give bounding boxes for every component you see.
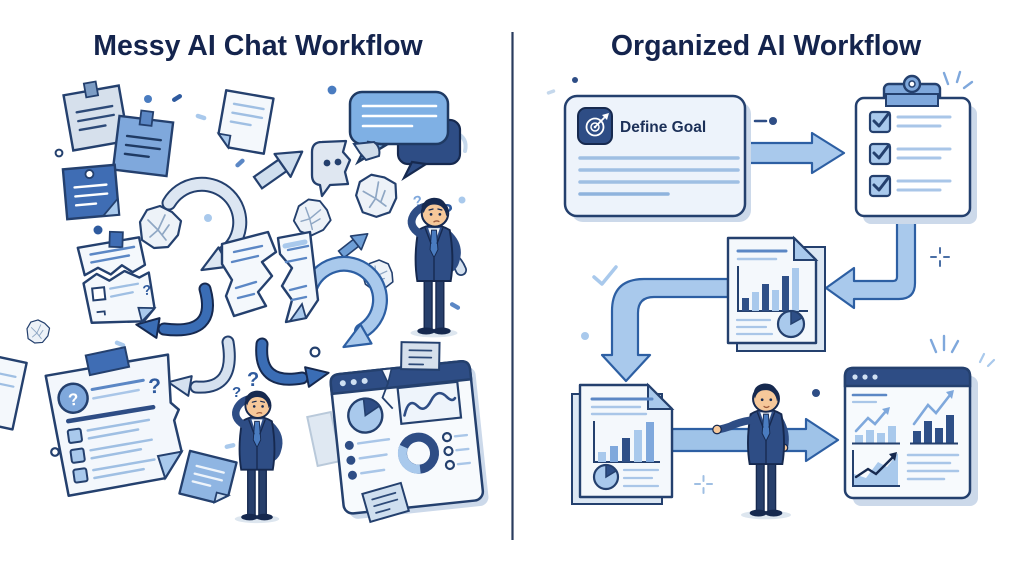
trend-bar-chart-icon xyxy=(910,390,958,445)
messy-title: Messy AI Chat Workflow xyxy=(93,30,423,62)
question-mark: ? xyxy=(247,369,259,391)
torn-note-icon: ? xyxy=(76,230,157,324)
checkbox-checked-icon xyxy=(868,174,952,198)
analysis-document-icon xyxy=(571,382,675,505)
pie-chart-icon xyxy=(776,309,806,339)
checklist-clipboard-icon xyxy=(854,74,977,224)
torn-chat-bubble-icon xyxy=(310,139,381,198)
crosshair-icon xyxy=(930,247,950,267)
broken-dashboard-icon xyxy=(306,341,489,524)
area-chart-icon xyxy=(852,450,900,487)
sticky-note-icon xyxy=(361,481,411,524)
define-goal-card: Define Goal xyxy=(563,94,751,222)
text-lines xyxy=(906,453,960,481)
pie-chart-icon xyxy=(592,463,620,491)
torn-document-icon xyxy=(220,230,320,324)
pinned-note-icon xyxy=(61,163,121,221)
torn-checklist-icon: ? ? xyxy=(44,345,184,498)
crumpled-paper-icon xyxy=(350,168,404,222)
checkbox-checked-icon xyxy=(868,110,952,134)
report-document-icon xyxy=(726,235,826,352)
organized-title: Organized AI Workflow xyxy=(611,30,922,62)
sticky-note-icon xyxy=(62,80,130,152)
question-mark: ? xyxy=(142,281,152,298)
trend-bar-chart-icon xyxy=(851,393,900,445)
target-icon xyxy=(577,107,613,145)
crumpled-paper-icon xyxy=(26,319,51,344)
results-dashboard-icon xyxy=(843,366,978,506)
wave-chart-icon xyxy=(396,380,463,426)
curved-arrow-icon xyxy=(167,335,236,397)
confused-businessman-icon xyxy=(235,391,280,524)
curved-arrow-icon xyxy=(255,337,330,388)
messy-panel: Messy AI Chat Workflow xyxy=(0,30,489,527)
curved-arrow-icon xyxy=(135,282,215,339)
crosshair-icon xyxy=(694,475,713,494)
sticky-note-icon xyxy=(178,449,238,504)
text-lines xyxy=(578,156,740,196)
question-mark: ? xyxy=(232,384,241,401)
crumpled-paper-icon xyxy=(138,204,183,250)
checkmark-icon xyxy=(592,265,618,286)
organized-panel: Organized AI Workflow xyxy=(546,30,996,519)
bar-chart-icon xyxy=(737,266,808,312)
bullet-list-icon xyxy=(344,437,391,480)
donut-chart-icon xyxy=(397,432,472,474)
question-mark: ? xyxy=(148,375,162,398)
dash-dot-icon xyxy=(753,117,777,125)
sparkle-icon xyxy=(546,70,996,397)
question-mark: ? xyxy=(67,390,80,410)
sticky-note-icon xyxy=(400,341,441,371)
flow-arrow-icon xyxy=(740,131,846,175)
question-mark: ? xyxy=(412,193,424,211)
define-goal-label: Define Goal xyxy=(620,119,706,136)
note-paper-icon xyxy=(216,89,275,155)
sticky-note-icon xyxy=(111,109,175,178)
note-paper-icon xyxy=(0,350,28,431)
curved-arrow-icon xyxy=(302,255,388,349)
flow-arrow-icon xyxy=(824,212,917,310)
curved-arrow-icon xyxy=(337,232,369,259)
pie-chart-icon xyxy=(347,397,384,434)
flow-arrow-icon xyxy=(600,277,730,383)
curved-arrow-icon xyxy=(252,150,304,190)
chat-bubble-icon xyxy=(348,90,462,182)
checkbox-checked-icon xyxy=(868,142,952,166)
bar-chart-icon xyxy=(593,421,660,463)
